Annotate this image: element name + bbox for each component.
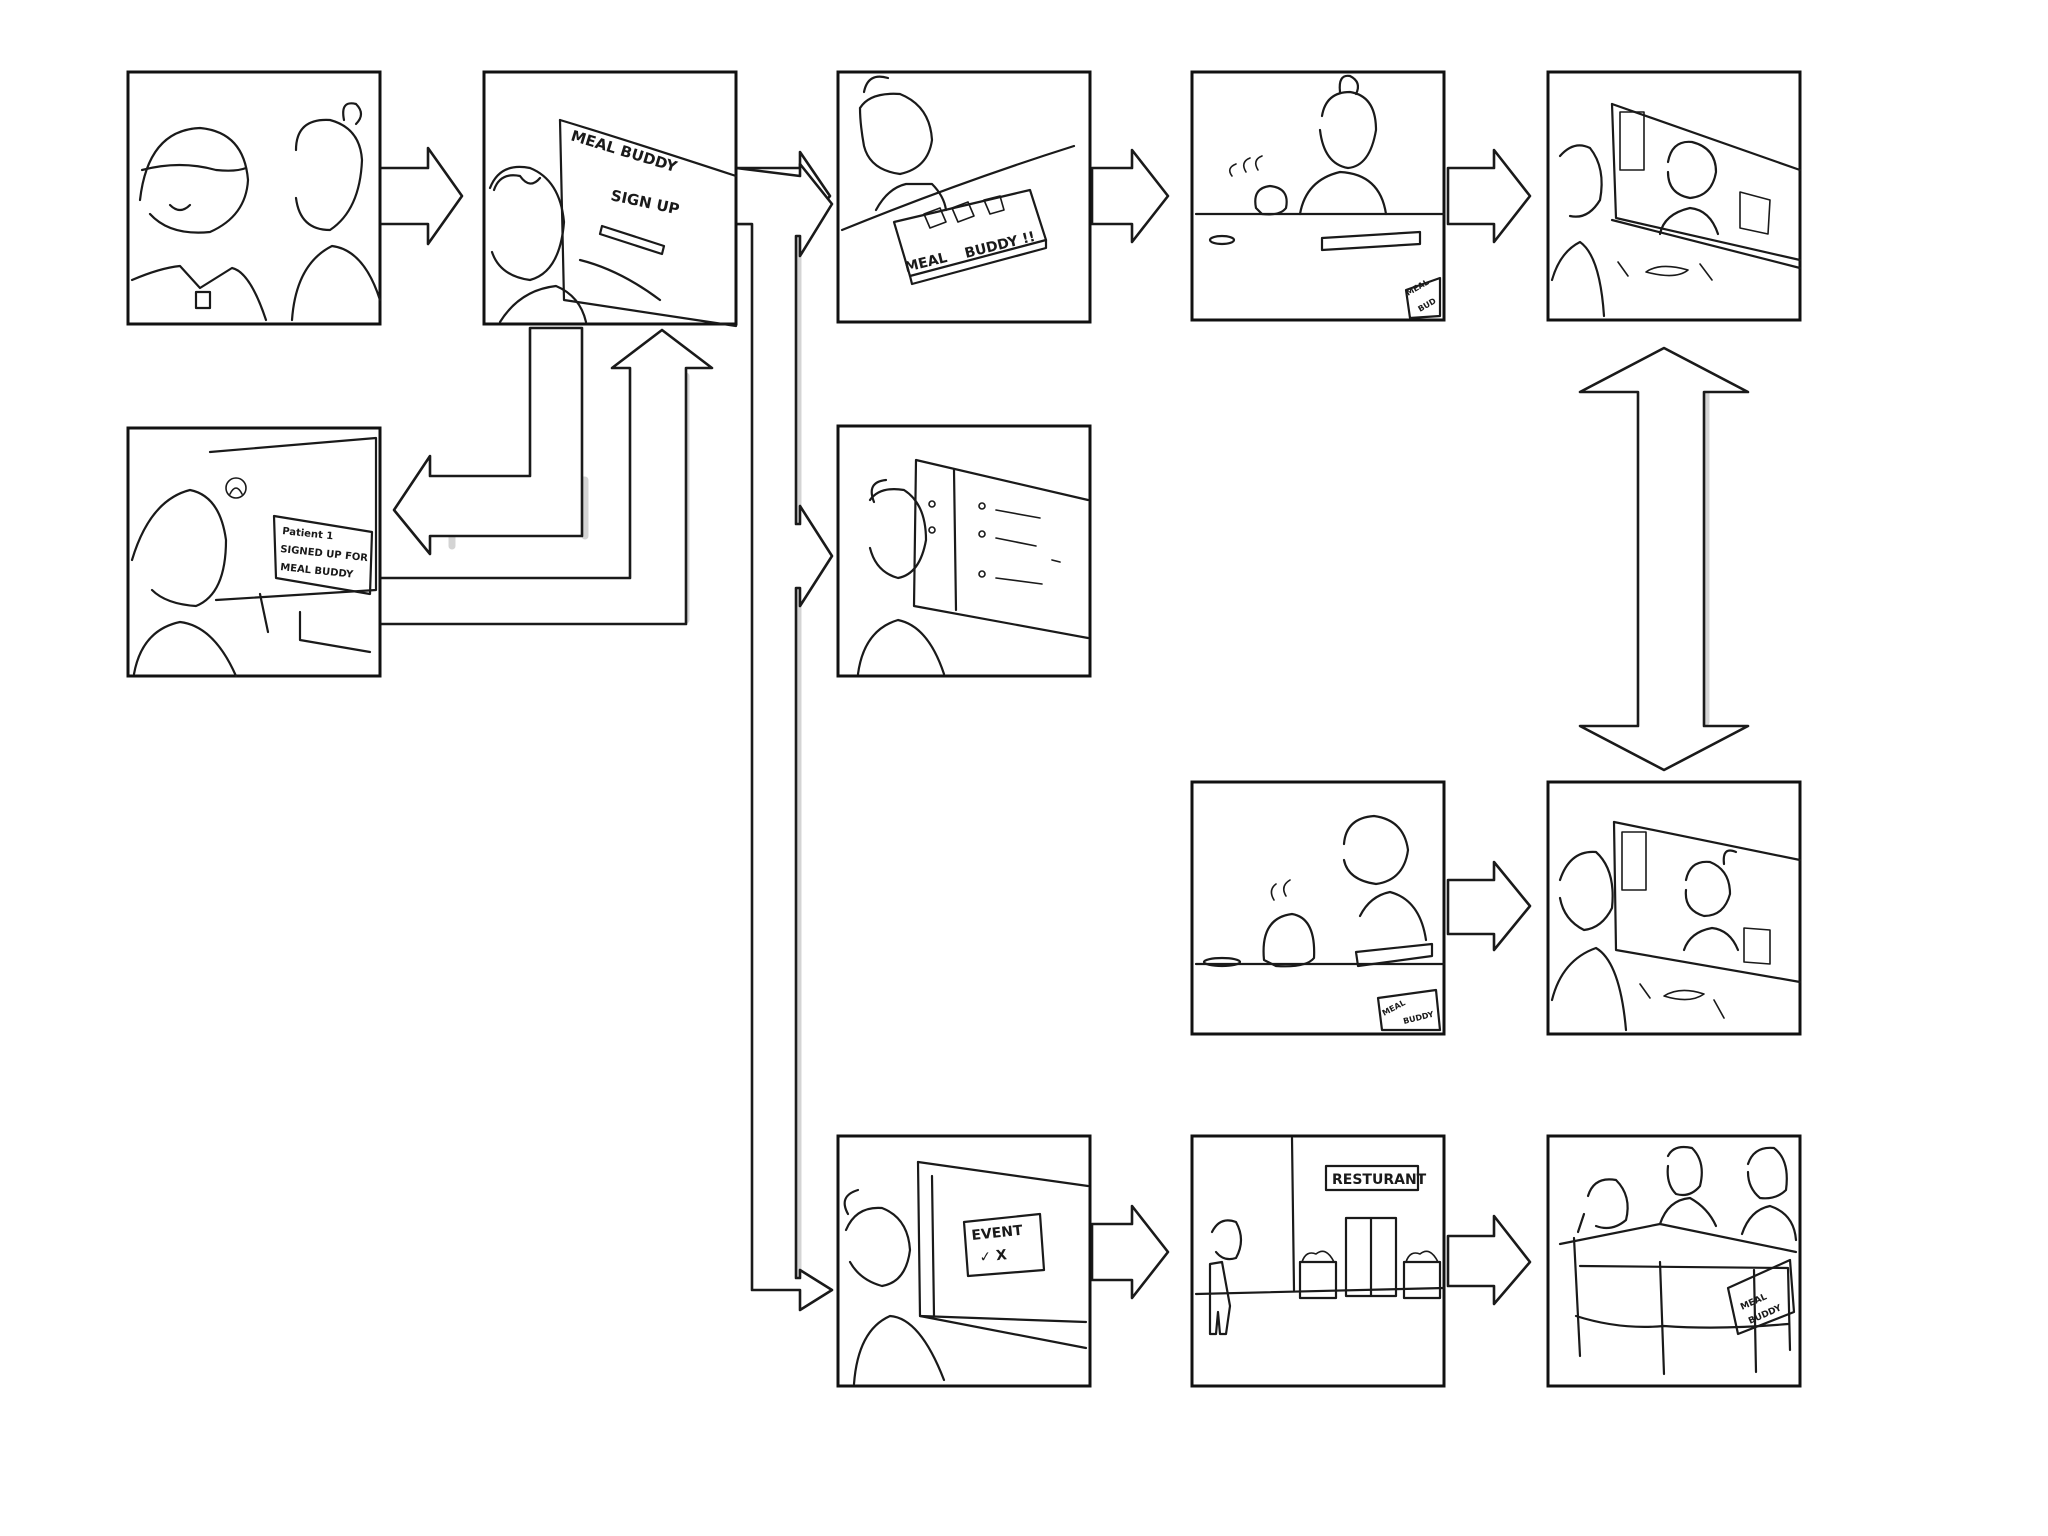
arrow-cooking2-to-videocall2 bbox=[1446, 860, 1532, 952]
panel-event-invite: EVENT ✓ X bbox=[836, 1134, 1092, 1388]
arrow-restaurant-to-dinner bbox=[1446, 1214, 1532, 1306]
panel-meal-delivery: MEAL BUDDY !! bbox=[836, 70, 1092, 324]
panel-signup-screen: MEAL BUDDY SIGN UP bbox=[482, 70, 738, 328]
event-screen-choices: ✓ X bbox=[979, 1247, 1008, 1266]
panel-group-dinner: MEAL BUDDY bbox=[1546, 1134, 1802, 1388]
arrow-signup-to-staff bbox=[392, 326, 584, 556]
panel-cooking-2: MEAL BUDDY bbox=[1190, 780, 1446, 1036]
arrow-event-to-restaurant bbox=[1090, 1204, 1170, 1300]
staff-screen-line-1: Patient 1 bbox=[282, 526, 334, 542]
panel-cooking: MEAL BUD bbox=[1190, 70, 1446, 322]
restaurant-sign: RESTURANT bbox=[1332, 1172, 1427, 1188]
panel-video-call-2 bbox=[1546, 780, 1802, 1036]
arrow-delivery-to-cooking bbox=[1090, 148, 1170, 244]
event-screen-title: EVENT bbox=[971, 1223, 1024, 1244]
panel-greeting bbox=[126, 70, 382, 326]
panel-app-browsing bbox=[836, 424, 1092, 678]
arrow-greeting-to-signup bbox=[378, 146, 464, 246]
panel-staff-notification: Patient 1 SIGNED UP FOR MEAL BUDDY bbox=[126, 426, 382, 678]
panel-restaurant: RESTURANT bbox=[1190, 1134, 1446, 1388]
arrow-staff-to-signup bbox=[378, 328, 714, 626]
flow-arrows bbox=[378, 146, 1750, 1312]
arrow-cooking-to-videocall bbox=[1446, 148, 1532, 244]
arrow-videocall-bidirectional bbox=[1578, 346, 1750, 772]
arrow-trunk-branches bbox=[734, 162, 834, 1312]
panel-video-call bbox=[1546, 70, 1802, 322]
